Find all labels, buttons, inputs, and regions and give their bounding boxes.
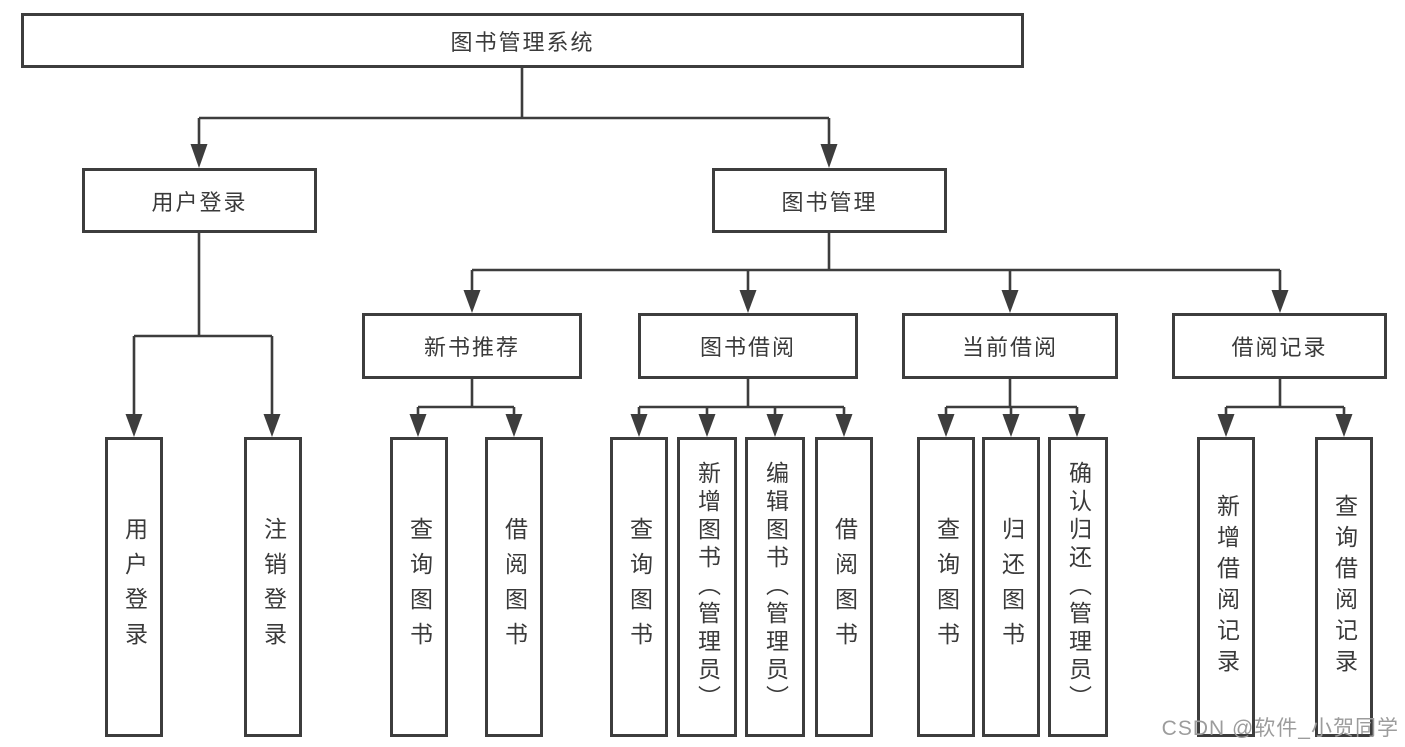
node-label: 借阅记录 [1231,335,1328,360]
leaf-label: 查询图书 [626,517,653,657]
leaf-label: 借阅图书 [831,517,858,657]
arrowheads [125,144,1353,437]
leaf-query-books-current: 查询图书 [917,437,975,737]
node-book-management: 图书管理 [712,168,947,233]
leaf-borrow-books-borrowing: 借阅图书 [815,437,873,737]
leaf-confirm-return-admin: 确认归还（管理员） [1048,437,1108,737]
node-new-book-recommendation: 新书推荐 [362,313,582,379]
leaf-query-borrow-record: 查询借阅记录 [1315,437,1373,737]
leaf-label: 确认归还（管理员） [1065,461,1092,713]
leaf-label: 查询借阅记录 [1331,494,1358,680]
leaf-query-books-borrowing: 查询图书 [610,437,668,737]
leaf-edit-book-admin: 编辑图书（管理员） [745,437,805,737]
leaf-logout: 注销登录 [244,437,302,737]
node-label: 新书推荐 [423,335,520,360]
leaf-borrow-books-recommend: 借阅图书 [485,437,543,737]
leaf-label: 归还图书 [998,517,1025,657]
node-label: 图书管理系统 [450,29,595,55]
leaf-query-books-recommend: 查询图书 [390,437,448,737]
node-borrowing-records: 借阅记录 [1172,313,1387,379]
node-label: 图书管理 [781,189,878,215]
leaf-label: 新增图书（管理员） [694,461,721,713]
node-label: 图书借阅 [699,335,796,360]
leaf-label: 注销登录 [260,517,287,657]
node-user-login: 用户登录 [82,168,317,233]
csdn-watermark: CSDN @软件_小贺同学 [1161,717,1399,740]
leaf-label: 查询图书 [933,517,960,657]
leaf-add-book-admin: 新增图书（管理员） [677,437,737,737]
node-current-borrowing: 当前借阅 [902,313,1118,379]
leaf-label: 用户登录 [121,517,148,657]
node-library-management-system: 图书管理系统 [21,13,1024,68]
node-label: 当前借阅 [961,335,1058,360]
leaf-label: 借阅图书 [501,517,528,657]
leaf-label: 新增借阅记录 [1213,494,1240,680]
leaf-user-login: 用户登录 [105,437,163,737]
leaf-return-books: 归还图书 [982,437,1040,737]
node-label: 用户登录 [151,189,248,215]
leaf-add-borrow-record: 新增借阅记录 [1197,437,1255,737]
leaf-label: 编辑图书（管理员） [762,461,789,713]
leaf-label: 查询图书 [406,517,433,657]
node-book-borrowing: 图书借阅 [638,313,858,379]
